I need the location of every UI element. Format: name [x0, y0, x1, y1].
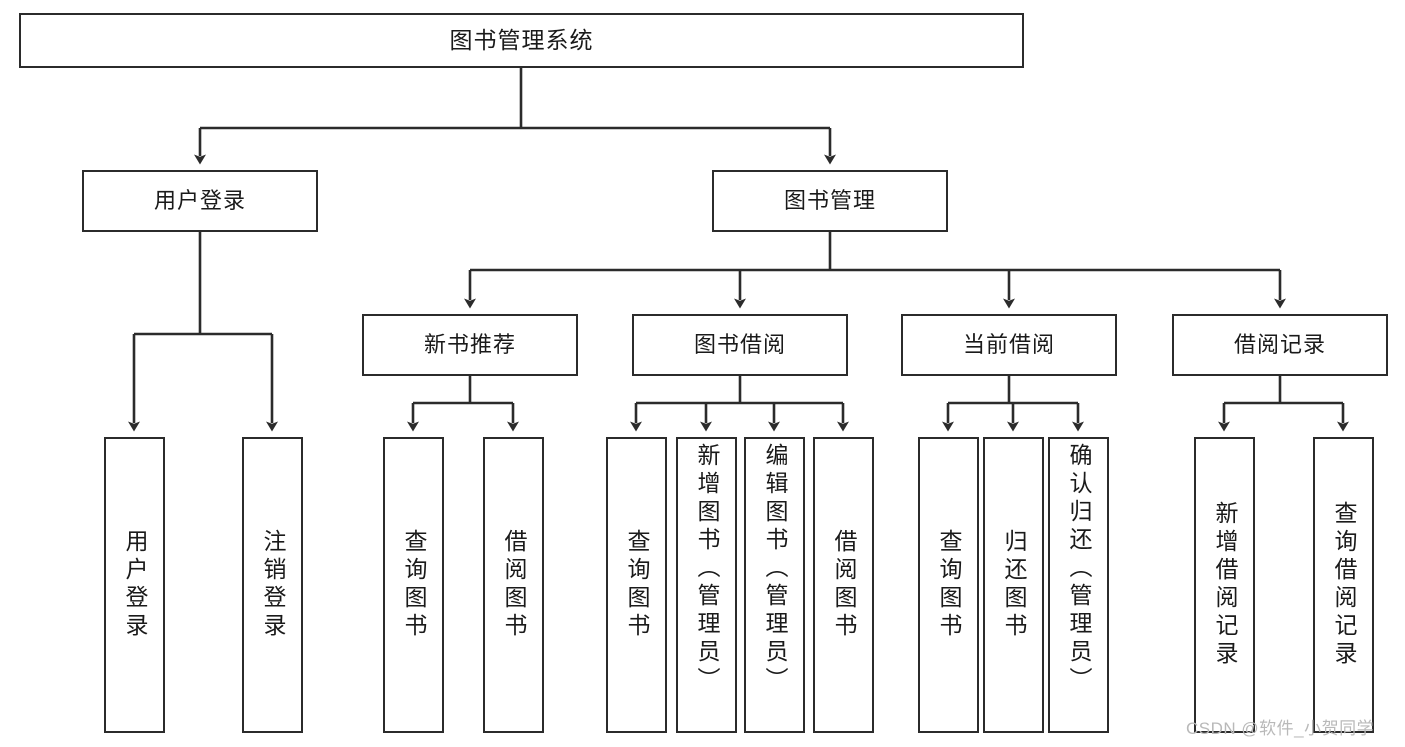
node-label: 用户登录: [122, 529, 148, 641]
node-user-login[interactable]: 用户登录: [82, 170, 318, 232]
node-label: 借阅记录: [1233, 331, 1326, 357]
node-label: 查询图书: [936, 529, 962, 641]
node-label: 查询图书: [401, 529, 427, 641]
node-label: 借阅图书: [831, 529, 857, 641]
leaf-query-borrow-record[interactable]: 查询借阅记录: [1313, 437, 1374, 733]
node-book-management[interactable]: 图书管理: [712, 170, 948, 232]
leaf-user-login[interactable]: 用户登录: [104, 437, 165, 733]
node-label: 归还图书: [1001, 529, 1027, 641]
node-label: 查询借阅记录: [1331, 501, 1357, 669]
node-book-borrow[interactable]: 图书借阅: [632, 314, 848, 376]
node-label: 新增借阅记录: [1212, 501, 1238, 669]
node-label: 用户登录: [153, 187, 246, 213]
leaf-borrow-book-borrow[interactable]: 借阅图书: [813, 437, 874, 733]
csdn-watermark: CSDN @软件_小贺同学: [1186, 719, 1375, 738]
leaf-add-borrow-record[interactable]: 新增借阅记录: [1194, 437, 1255, 733]
leaf-query-book-borrow[interactable]: 查询图书: [606, 437, 667, 733]
node-label: 新书推荐: [423, 331, 516, 357]
node-label: 图书借阅: [693, 331, 786, 357]
node-new-book-recommendation[interactable]: 新书推荐: [362, 314, 578, 376]
node-label: 查询图书: [624, 529, 650, 641]
node-label: 图书管理: [783, 187, 876, 213]
leaf-user-logout[interactable]: 注销登录: [242, 437, 303, 733]
leaf-confirm-return-admin[interactable]: 确认归还（管理员）: [1048, 437, 1109, 733]
node-root-system[interactable]: 图书管理系统: [19, 13, 1024, 68]
leaf-query-book-current[interactable]: 查询图书: [918, 437, 979, 733]
node-current-borrow[interactable]: 当前借阅: [901, 314, 1117, 376]
node-label: 编辑图书（管理员）: [762, 443, 788, 695]
leaf-add-book-admin[interactable]: 新增图书（管理员）: [676, 437, 737, 733]
leaf-edit-book-admin[interactable]: 编辑图书（管理员）: [744, 437, 805, 733]
node-label: 借阅图书: [501, 529, 527, 641]
node-label: 当前借阅: [962, 331, 1055, 357]
leaf-query-book-recommendation[interactable]: 查询图书: [383, 437, 444, 733]
node-label: 确认归还（管理员）: [1066, 443, 1092, 695]
leaf-borrow-book-recommendation[interactable]: 借阅图书: [483, 437, 544, 733]
node-borrow-record[interactable]: 借阅记录: [1172, 314, 1388, 376]
node-label: 图书管理系统: [449, 26, 594, 53]
node-label: 注销登录: [260, 529, 286, 641]
leaf-return-book[interactable]: 归还图书: [983, 437, 1044, 733]
node-label: 新增图书（管理员）: [694, 443, 720, 695]
